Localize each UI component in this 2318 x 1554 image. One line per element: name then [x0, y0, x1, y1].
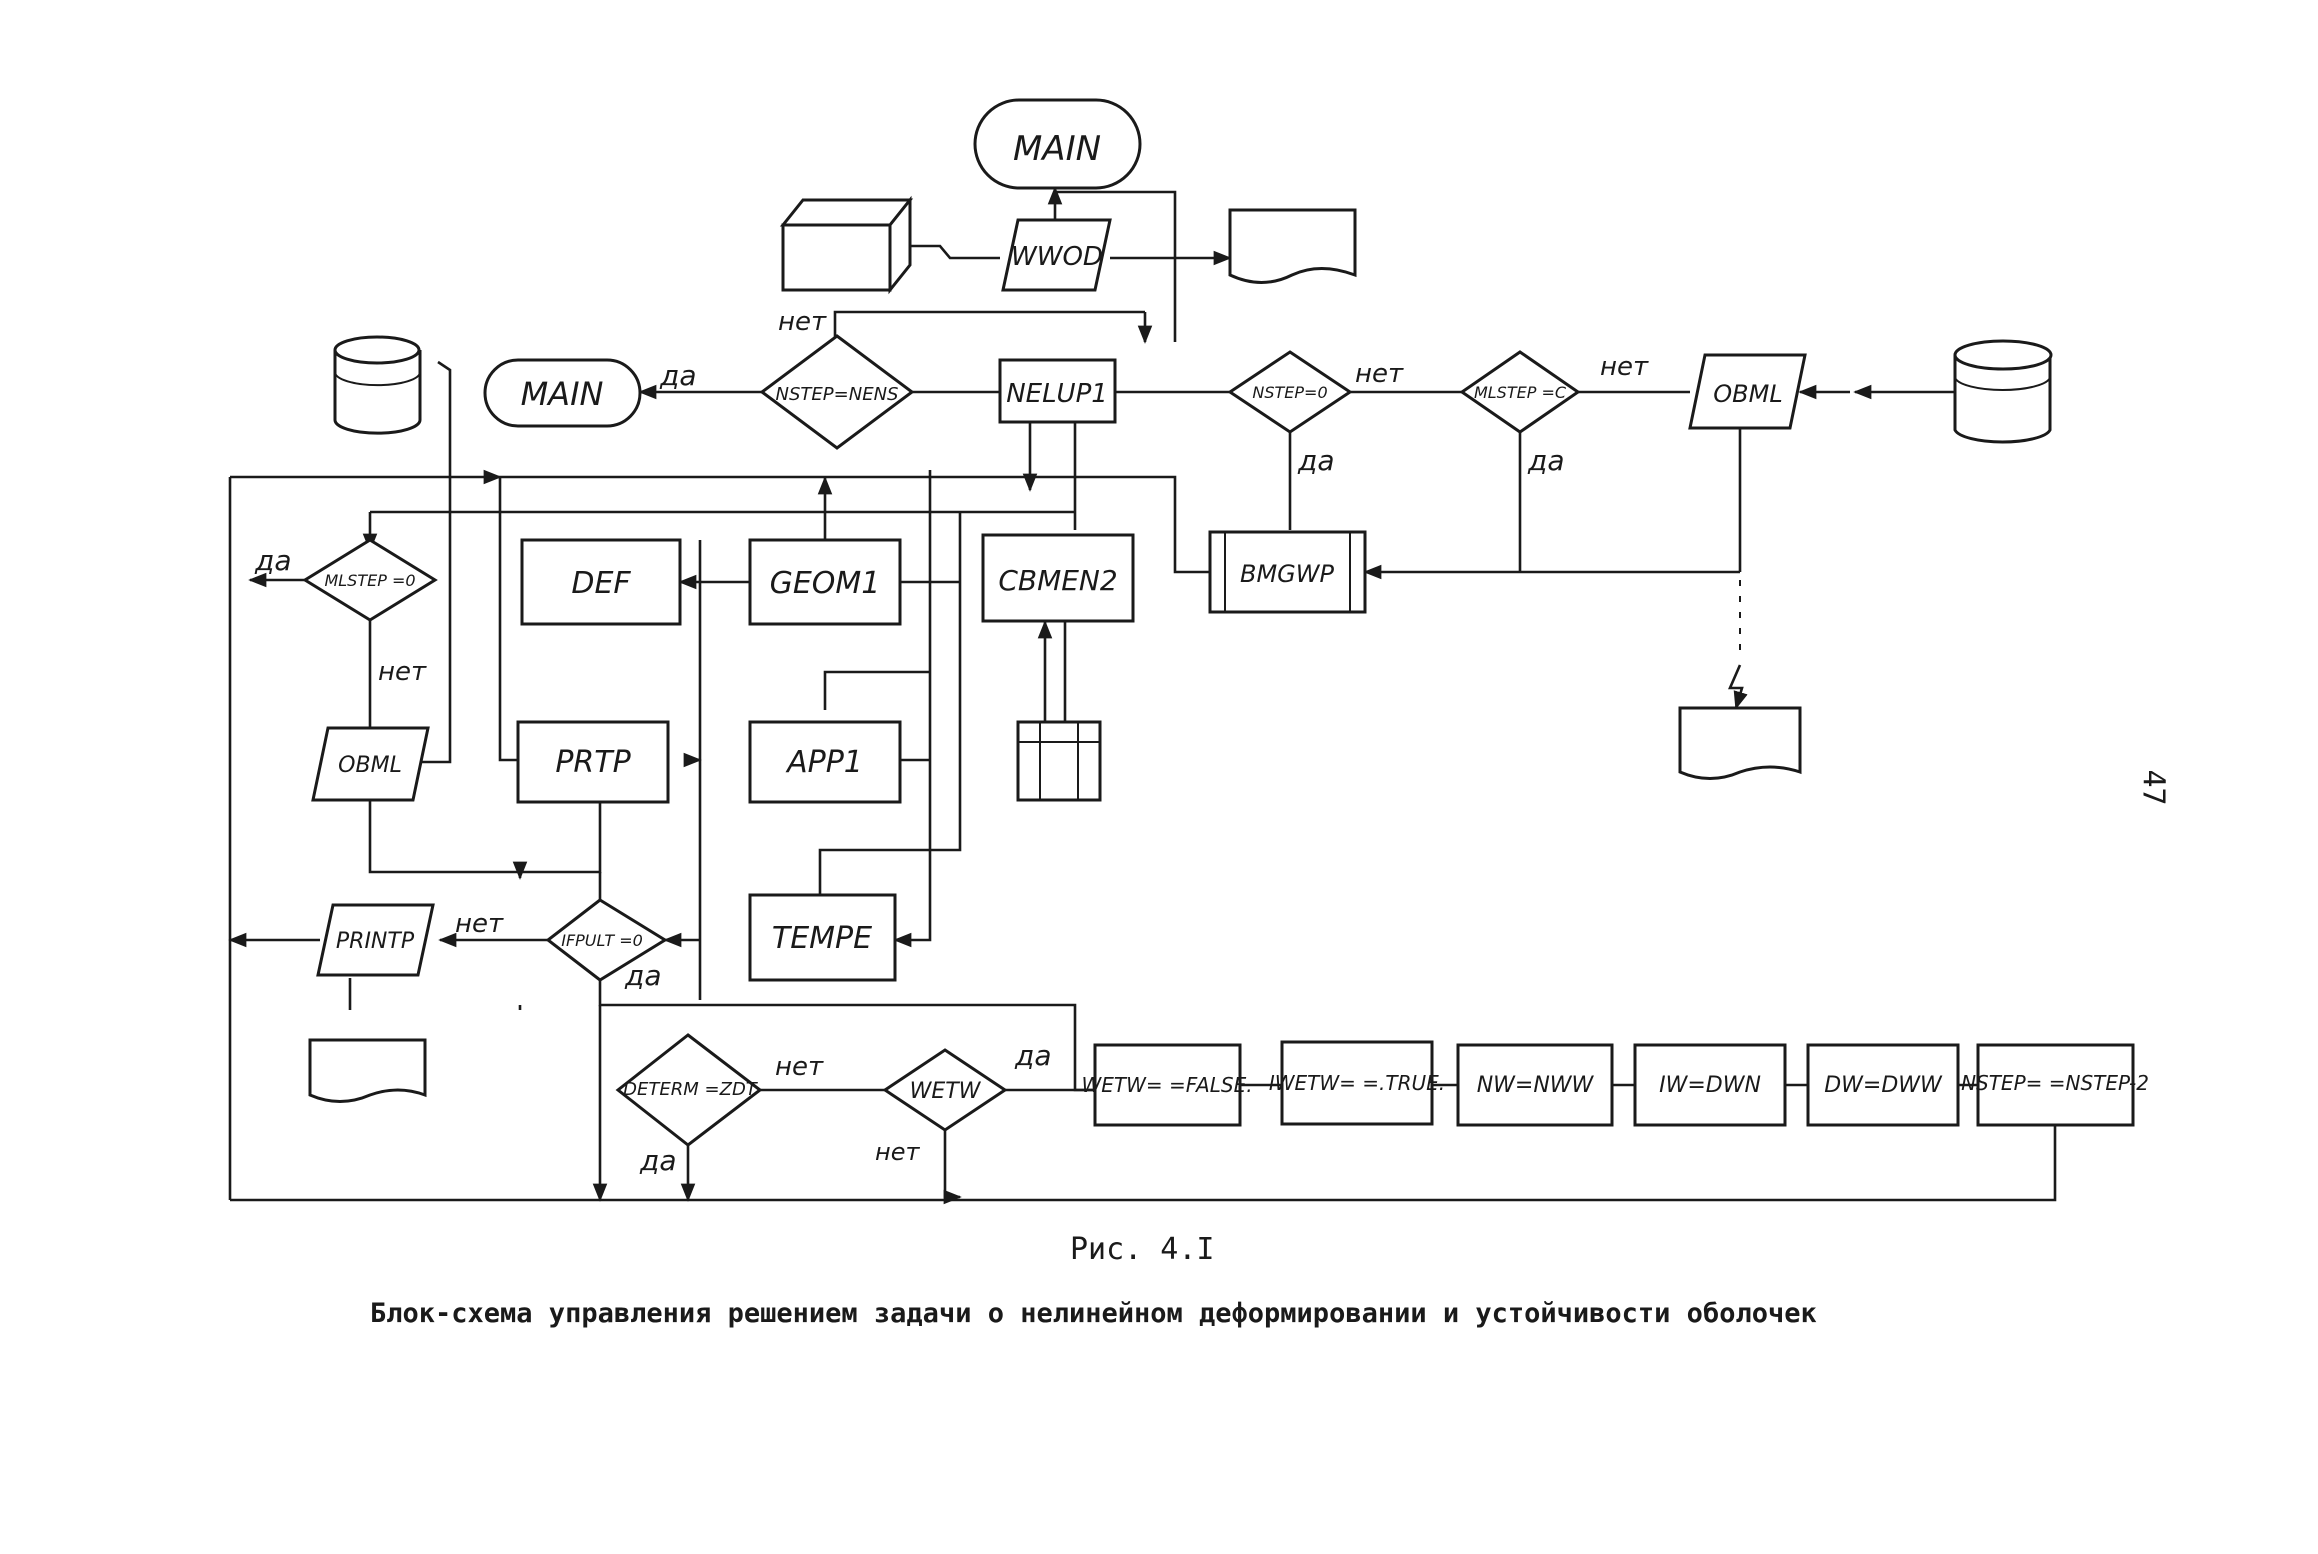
no-label-mlstep-left: нет [378, 657, 427, 687]
page-number: 47 [2135, 769, 2171, 806]
database-left-icon [333, 335, 422, 435]
connector-lines [228, 148, 2057, 1205]
nstep-nens-label: NSTEP=NENS [776, 384, 899, 405]
nelup1-block [998, 358, 1117, 424]
app1-block [748, 720, 902, 804]
geom1-label: GEOM1 [770, 566, 881, 601]
main-left-label: MAIN [521, 375, 604, 413]
cbmen2-label: CBMEN2 [998, 564, 1117, 597]
dw-dww-label: DW=DWW [1824, 1073, 1943, 1098]
wwod-label: WWOD [1011, 242, 1103, 272]
nw-nww-block [1456, 1043, 1614, 1127]
database-right-icon [1953, 339, 2053, 444]
printp-io [316, 903, 435, 977]
no-label-mlstep-right: нет [1600, 352, 1649, 382]
no-label-wetw: нет [875, 1138, 920, 1166]
bmgwp-label: BMGWP [1240, 560, 1335, 588]
tempe-block [748, 893, 897, 982]
dw-dww-block [1806, 1043, 1960, 1127]
iw-dwn-block [1633, 1043, 1787, 1127]
def-block [520, 538, 682, 626]
figure-title: Блок-схема управления решением задачи о … [370, 1298, 1817, 1329]
nstep-zero-label: NSTEP=0 [1252, 383, 1327, 402]
nw-nww-label: NW=NWW [1477, 1073, 1595, 1098]
yes-label-wetw: да [1014, 1039, 1052, 1072]
mlstep-left-label: MLSTEP =0 [324, 571, 415, 590]
wwod-io-shape [1001, 218, 1112, 292]
branch-labels: нет да нет да нет да да нет нет да нет д… [254, 307, 1649, 1177]
yes-label-nstep-nens: да [659, 359, 697, 392]
obml-right-io [1688, 353, 1807, 430]
nstep-minus2-label: NSTEP= =NSTEP-2 [1961, 1071, 2149, 1095]
prtp-block [516, 720, 670, 804]
wetw-decision [882, 1048, 1008, 1132]
mlstep-right-decision [1459, 350, 1581, 434]
yes-label-mlstep-right: да [1527, 444, 1565, 477]
iwetw-true-block [1280, 1040, 1434, 1126]
bmgwp-block [1208, 530, 1367, 614]
output-document-top [1228, 208, 1357, 284]
nelup1-label: NELUP1 [1006, 379, 1108, 409]
wetw-false-block [1093, 1043, 1242, 1127]
input-device-icon [779, 195, 914, 295]
wetw-false-label: WETW= =FALSE. [1081, 1073, 1252, 1097]
geom1-block [748, 538, 902, 626]
wetw-label: WETW [910, 1079, 982, 1104]
main-left-terminator [483, 358, 642, 428]
cbmen2-block [981, 533, 1135, 623]
yes-label-determ: да [639, 1144, 677, 1177]
main-top-terminator [973, 98, 1142, 190]
tempe-label: TEMPE [772, 921, 872, 956]
storage-block-icon [1016, 720, 1102, 802]
nstep-nens-decision [759, 334, 915, 450]
output-document-left [308, 1038, 427, 1103]
def-label: DEF [571, 566, 631, 601]
obml-right-label: OBML [1713, 380, 1782, 408]
no-label-ifpult: нет [455, 909, 504, 939]
no-label-nstep-nens: нет [778, 307, 827, 337]
prtp-label: PRTP [555, 745, 631, 780]
printp-label: PRINTP [336, 929, 415, 954]
ifpult-decision [545, 898, 668, 982]
app1-label: APP1 [785, 745, 863, 780]
figure-caption: Рис. 4.I [1070, 1232, 1215, 1267]
yes-label-nstep0: да [1297, 444, 1335, 477]
yes-label-mlstep-left: да [254, 544, 292, 577]
no-label-determ: нет [775, 1052, 824, 1082]
obml-left-io [311, 726, 430, 802]
iw-dwn-label: IW=DWN [1659, 1073, 1761, 1098]
determ-decision [615, 1033, 763, 1147]
iwetw-true-label: IWETW= =.TRUE. [1269, 1071, 1445, 1095]
mlstep-left-decision [302, 538, 438, 622]
output-document-right [1678, 706, 1802, 780]
obml-left-label: OBML [338, 753, 402, 778]
mlstep-right-label: MLSTEP =C [1474, 383, 1567, 402]
determ-label: DETERM =ZDT [623, 1079, 759, 1100]
no-label-nstep0: нет [1355, 359, 1404, 389]
yes-label-ifpult: да [624, 959, 662, 992]
nstep-minus2-block [1976, 1043, 2135, 1127]
main-top-label: MAIN [1013, 129, 1101, 169]
ifpult-label: IFPULT =0 [561, 931, 643, 950]
nstep-zero-decision [1227, 350, 1353, 434]
